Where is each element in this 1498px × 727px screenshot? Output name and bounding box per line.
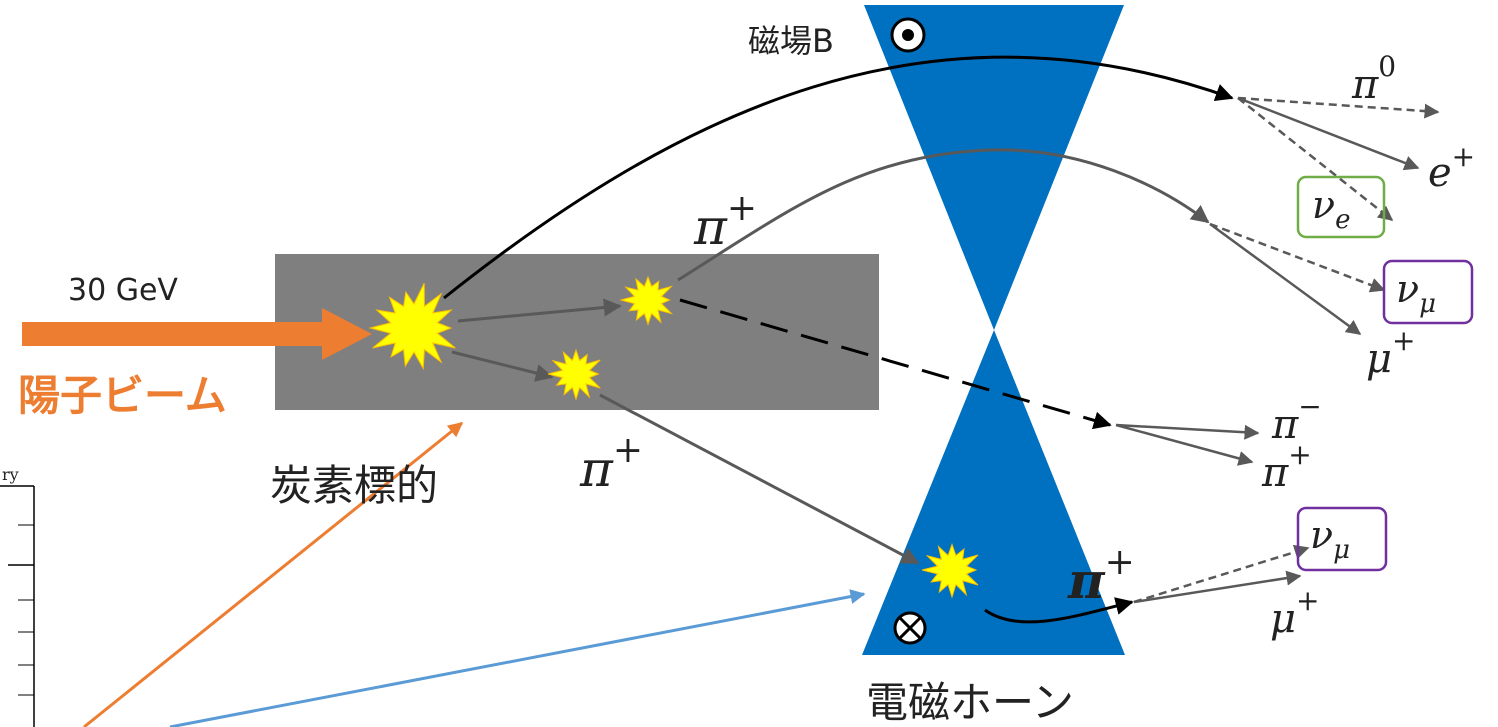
- nu-e-box: [1296, 175, 1386, 239]
- track-horn-curve: [984, 597, 1134, 624]
- cross-in-circle-icon: [893, 611, 927, 645]
- flash-lower: [547, 348, 601, 401]
- e-plus-label: e+: [1428, 140, 1475, 196]
- proton-beam-arrow: [22, 308, 372, 360]
- pointer-blue: [169, 589, 866, 727]
- magnetic-field-label: 磁場B: [748, 22, 834, 60]
- horn-lower: [862, 330, 1125, 655]
- track-dashed-black: [679, 298, 1112, 430]
- mu-plus-top-label: μ+: [1366, 324, 1415, 382]
- pi-minus-label: π−: [1271, 390, 1322, 448]
- nu-e-label: νe: [1312, 183, 1351, 235]
- particle-tracks: [443, 55, 1440, 624]
- pi-plus-horn-label: π+: [1067, 542, 1135, 610]
- partial-plot-frame: ry: [0, 465, 35, 727]
- pi0-label: π0: [1351, 50, 1396, 108]
- track-to-flash2: [457, 298, 622, 323]
- flash-primary: [368, 282, 456, 371]
- pi-plus-lower-label: π+: [579, 430, 643, 498]
- mu-plus-bottom-label: μ+: [1270, 584, 1319, 642]
- pi-plus-right-label: π+: [1261, 438, 1312, 496]
- track-to-flash3: [451, 350, 554, 382]
- em-horn-label: 電磁ホーン: [866, 678, 1074, 727]
- dot-in-circle-icon: [890, 17, 926, 53]
- flash-horn: [921, 543, 979, 599]
- carbon-target-label: 炭素標的: [270, 461, 438, 510]
- track-black-upper: [443, 55, 1234, 300]
- flash-upper: [619, 275, 674, 326]
- track-pi-plus-lower: [599, 393, 920, 565]
- pointer-orange: [83, 421, 464, 727]
- nu-mu-box-bottom: [1296, 506, 1388, 572]
- partial-text: ry: [2, 465, 19, 484]
- beam-energy-label: 30 GeV: [68, 273, 178, 308]
- interaction-flashes: [368, 275, 979, 599]
- horn-upper: [864, 5, 1124, 330]
- nu-mu-box-top: [1382, 259, 1474, 325]
- track-pi-plus-upper: [677, 148, 1210, 282]
- nu-mu-bottom-label: νμ: [1310, 513, 1350, 565]
- nu-mu-top-label: νμ: [1396, 267, 1436, 319]
- pi-plus-upper-label: π+: [693, 188, 757, 256]
- proton-beam-label: 陽子ビーム: [18, 371, 227, 420]
